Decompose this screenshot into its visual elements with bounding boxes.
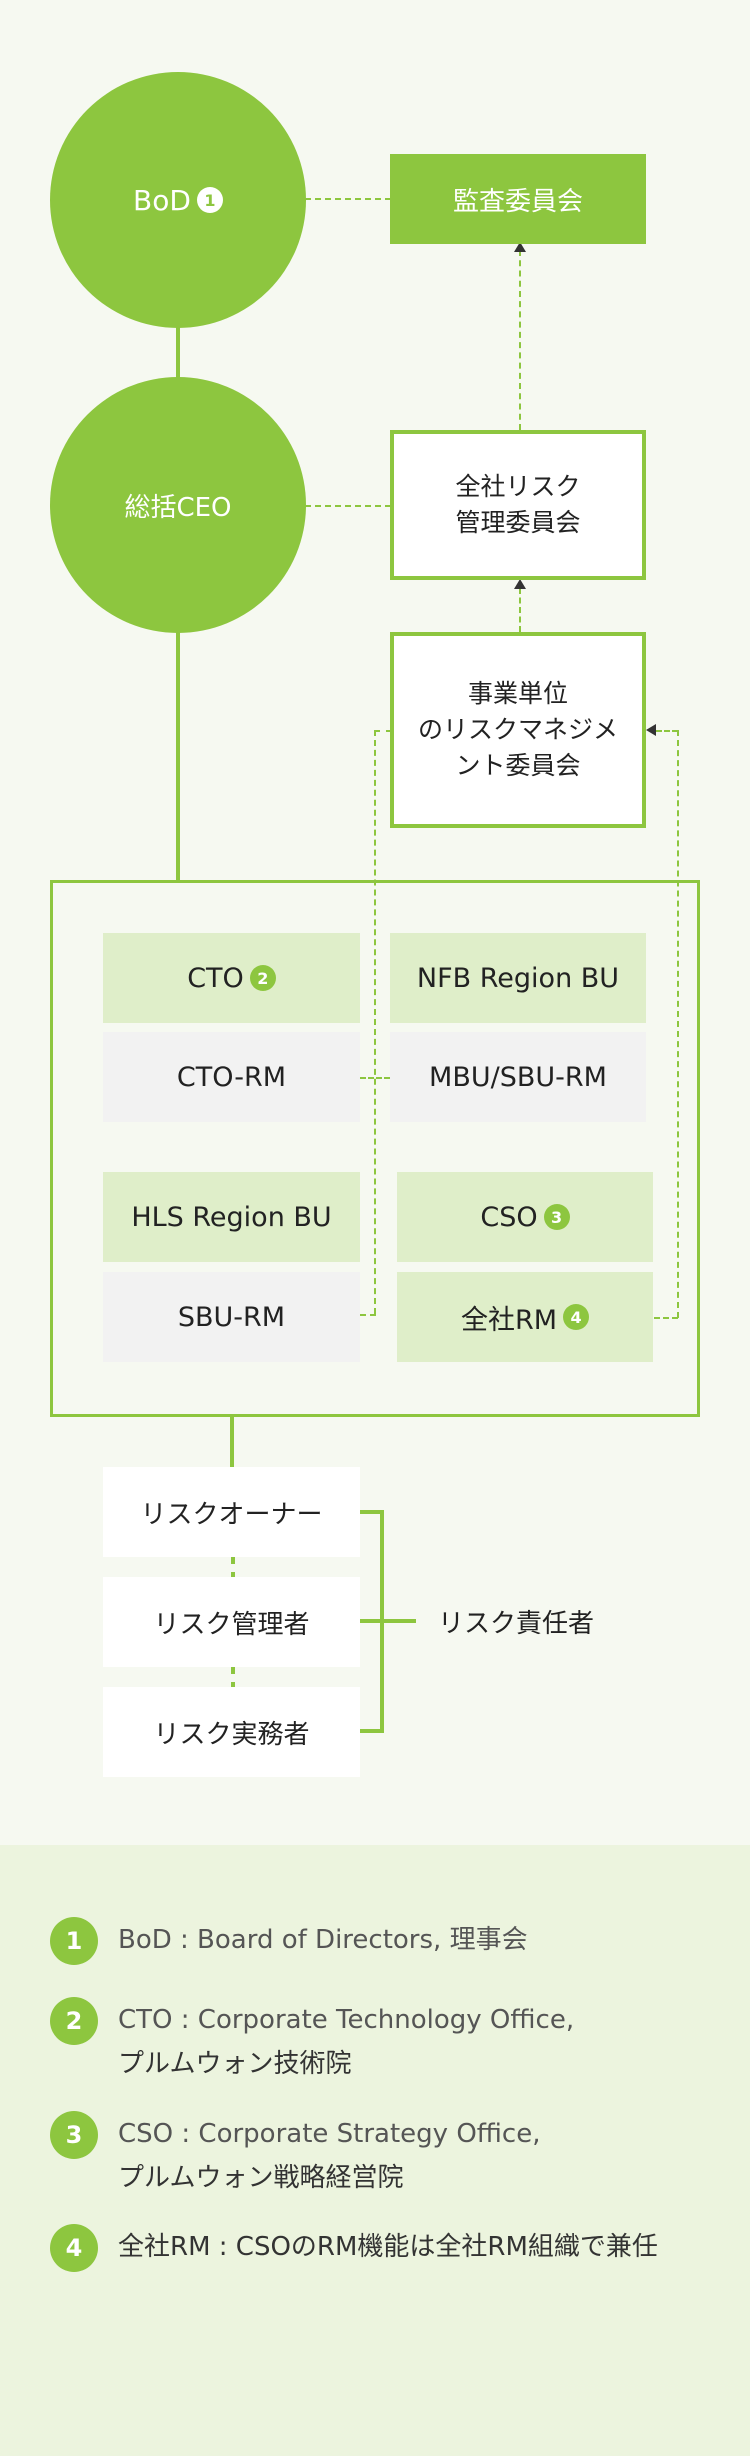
arrow-up-icon	[514, 579, 526, 589]
legend-num-1: 1	[50, 1917, 98, 1965]
risk-practitioner-label: リスク実務者	[153, 1719, 310, 1750]
badge-2: 2	[249, 965, 276, 991]
company-rm-label: 全社RM	[460, 1304, 558, 1336]
dotted-company-risk-to-audit	[519, 250, 521, 430]
dotted-roles-2	[231, 1666, 235, 1690]
legend-num-4: 4	[50, 2224, 98, 2272]
legend-3-line2: プルムウォン戦略経営院	[118, 2163, 404, 2193]
risk-manager-box: リスク管理者	[103, 1577, 360, 1667]
legend-text-2: CTO : Corporate Technology Office, プルムウォ…	[118, 1998, 574, 2086]
bod-label: BoD	[133, 183, 191, 217]
audit-committee-label: 監査委員会	[452, 186, 583, 217]
dotted-company-rm-right	[654, 1317, 678, 1319]
risk-owner-label: リスクオーナー	[140, 1499, 323, 1530]
ceo-label: 総括CEO	[124, 492, 232, 523]
bu-risk-line1: 事業単位	[467, 679, 568, 708]
bu-risk-committee: 事業単位 のリスクマネジメ ント委員会	[390, 632, 646, 828]
legend-text-3: CSO : Corporate Strategy Office, プルムウォン戦…	[118, 2112, 540, 2200]
bu-risk-line3: ント委員会	[455, 751, 581, 780]
risk-owner-box: リスクオーナー	[103, 1467, 360, 1557]
dotted-bu-risk-left	[374, 730, 392, 732]
org-frame	[50, 880, 700, 1417]
hls-box: HLS Region BU	[103, 1172, 360, 1262]
risk-responsible-label: リスク責任者	[438, 1609, 595, 1639]
dotted-ceo-company-risk	[305, 505, 391, 507]
legend-text-1: BoD : Board of Directors, 理事会	[118, 1918, 528, 1962]
mbu-sbu-rm-label: MBU/SBU-RM	[429, 1061, 607, 1093]
ceo-circle: 総括CEO	[50, 377, 306, 633]
legend-4-line1: 全社RM : CSOのRM機能は全社RM組織で兼任	[118, 2232, 658, 2262]
company-risk-line2: 管理委員会	[455, 508, 581, 537]
arrow-up-icon	[514, 242, 526, 252]
dotted-cto-rm-mbu	[360, 1077, 390, 1079]
company-risk-line1: 全社リスク	[455, 472, 581, 501]
cto-rm-label: CTO-RM	[176, 1061, 287, 1093]
dotted-sbu-rm-to-bu-risk	[374, 730, 376, 1314]
legend-2-line2: プルムウォン技術院	[118, 2049, 352, 2079]
sbu-rm-box: SBU-RM	[103, 1272, 360, 1362]
connector-ceo-org	[176, 620, 180, 882]
badge-4: 4	[563, 1304, 590, 1330]
dotted-sbu-rm-right	[360, 1314, 376, 1316]
bu-risk-line2: のリスクマネジメ	[417, 715, 618, 744]
connector-org-roles	[230, 1415, 234, 1467]
mbu-sbu-rm-box: MBU/SBU-RM	[390, 1032, 646, 1122]
dotted-company-rm-to-bu-risk	[677, 730, 679, 1318]
nfb-label: NFB Region BU	[416, 962, 620, 994]
bod-circle: BoD 1	[50, 72, 306, 328]
cto-box: CTO 2	[103, 933, 360, 1023]
audit-committee: 監査委員会	[390, 154, 646, 244]
hls-label: HLS Region BU	[131, 1201, 332, 1233]
arrow-left-icon	[646, 724, 656, 736]
cso-box: CSO 3	[397, 1172, 653, 1262]
risk-practitioner-box: リスク実務者	[103, 1687, 360, 1777]
bracket-out	[380, 1619, 416, 1623]
dotted-bu-risk-right	[656, 730, 678, 732]
legend-2-line1: CTO : Corporate Technology Office,	[118, 2005, 575, 2035]
legend-num-3: 3	[50, 2111, 98, 2159]
sbu-rm-label: SBU-RM	[177, 1301, 286, 1333]
dotted-bu-risk-to-company-risk	[519, 588, 521, 632]
risk-manager-label: リスク管理者	[153, 1609, 310, 1640]
dotted-bod-audit	[305, 198, 391, 200]
dotted-roles	[231, 1556, 235, 1580]
cso-label: CSO	[480, 1201, 538, 1233]
legend-panel	[0, 1845, 750, 2456]
legend-3-line1: CSO : Corporate Strategy Office,	[118, 2119, 541, 2149]
badge-1: 1	[196, 187, 223, 213]
bracket-bottom	[360, 1729, 382, 1733]
bracket-mid	[360, 1619, 382, 1623]
company-risk-committee: 全社リスク 管理委員会	[390, 430, 646, 580]
badge-3: 3	[543, 1204, 570, 1230]
legend-text-4: 全社RM : CSOのRM機能は全社RM組織で兼任	[118, 2225, 658, 2269]
legend-num-2: 2	[50, 1997, 98, 2045]
bracket-top	[360, 1510, 382, 1514]
cto-rm-box: CTO-RM	[103, 1032, 360, 1122]
connector-bod-ceo	[176, 300, 180, 390]
company-rm-box: 全社RM 4	[397, 1272, 653, 1362]
legend-1-line1: BoD : Board of Directors, 理事会	[118, 1925, 528, 1955]
cto-label: CTO	[187, 962, 244, 994]
nfb-box: NFB Region BU	[390, 933, 646, 1023]
